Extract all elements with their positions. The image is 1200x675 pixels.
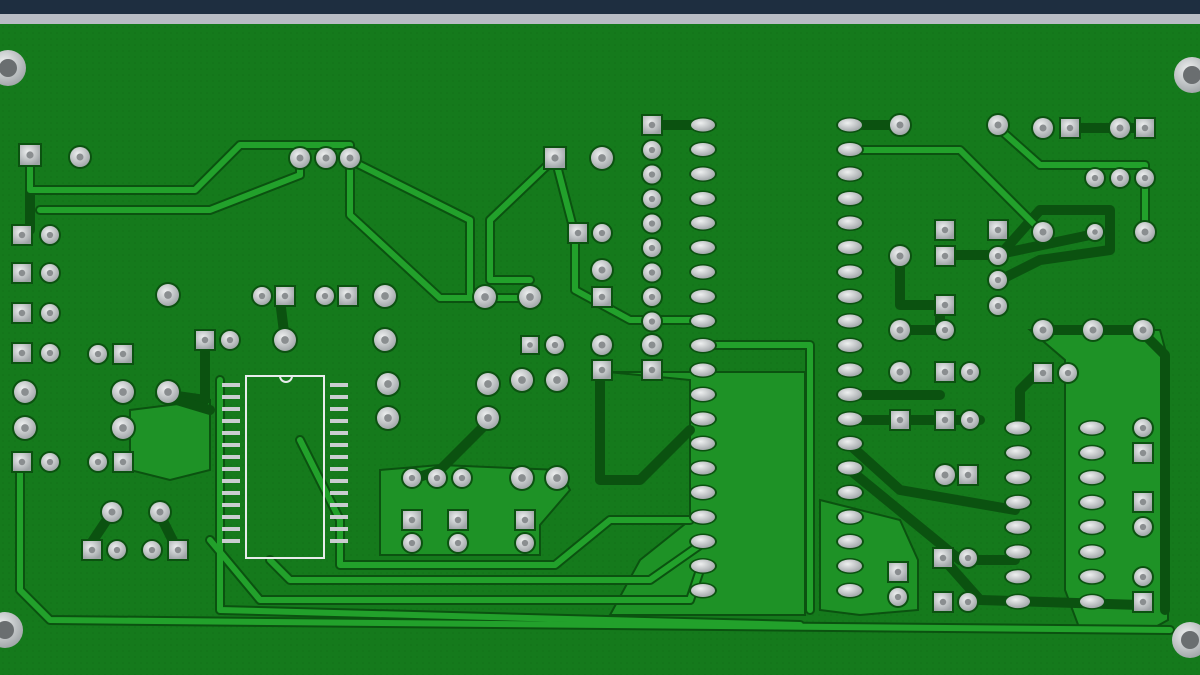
trace-fill <box>17 122 1173 633</box>
ic-footprint <box>222 375 348 559</box>
mounting-holes <box>0 50 1200 658</box>
board-edge <box>0 14 1200 26</box>
pads <box>11 113 1157 613</box>
